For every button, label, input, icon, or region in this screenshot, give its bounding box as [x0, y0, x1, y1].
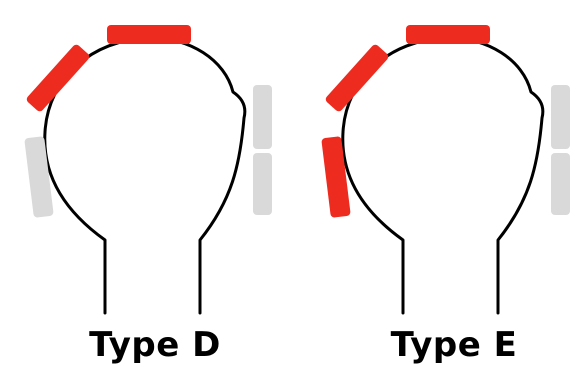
pad-left	[24, 136, 54, 218]
type-e-label: Type E	[354, 325, 554, 365]
type-d-label: Type D	[55, 325, 255, 365]
pad-top	[107, 25, 191, 44]
pad-right-lower	[551, 153, 570, 215]
panel-type-d	[24, 25, 272, 313]
pad-right-upper	[253, 85, 272, 149]
pad-upper-left	[324, 43, 390, 113]
pad-left	[321, 136, 351, 218]
pad-right-upper	[551, 85, 570, 149]
pad-right-lower	[253, 153, 272, 215]
panel-type-e	[321, 25, 570, 313]
head-outline	[343, 38, 543, 313]
pad-upper-left	[25, 43, 91, 113]
pad-top	[406, 25, 490, 44]
head-outline	[45, 38, 245, 313]
